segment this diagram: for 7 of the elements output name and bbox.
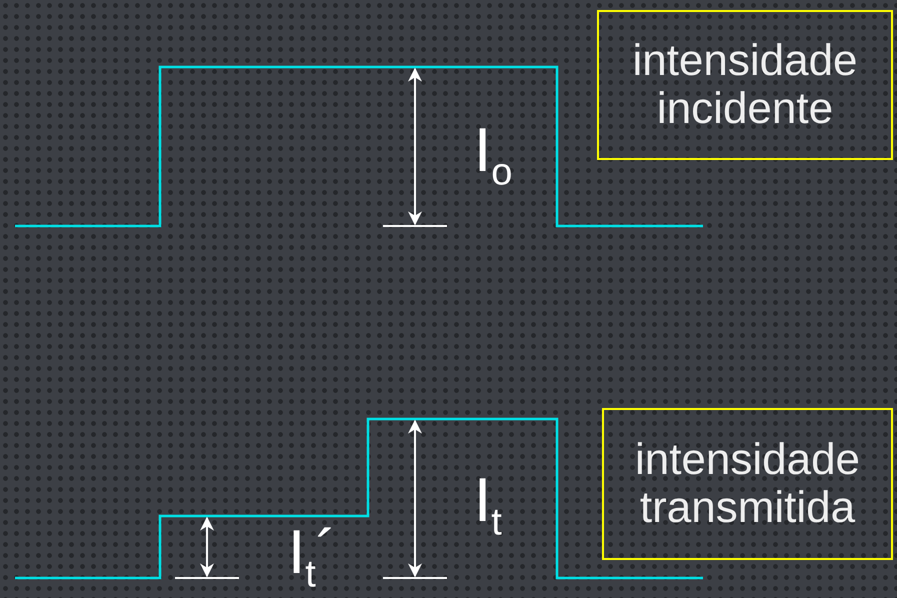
label-box (597, 10, 893, 160)
box-text: intensidade transmitida (634, 436, 862, 532)
intensity-symbol: I$_{t}$´ (288, 522, 336, 594)
box-text: intensidade incidente (631, 36, 859, 134)
label-box (602, 408, 893, 560)
intensity-symbol: I$_{o}$ (474, 120, 512, 192)
intensity-symbol: I$_{t}$ (474, 470, 502, 542)
